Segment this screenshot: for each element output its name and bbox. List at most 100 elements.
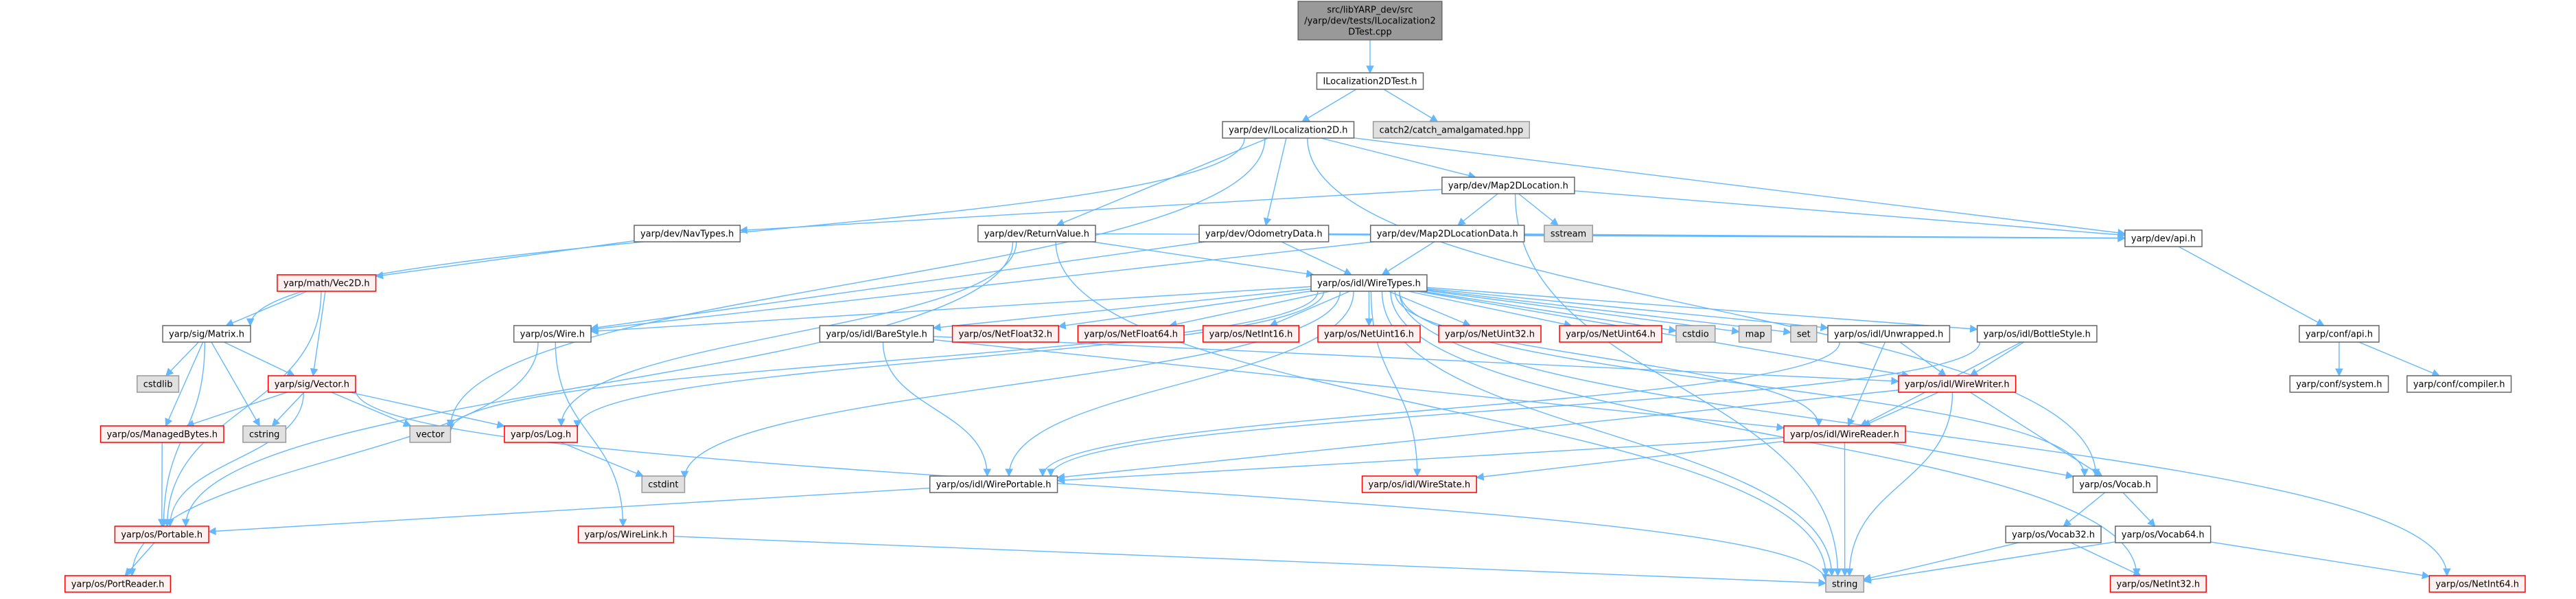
node-cstdio[interactable]: cstdio (1675, 325, 1716, 343)
node-vocab64[interactable]: yarp/os/Vocab64.h (2115, 525, 2212, 543)
node-cstdlib[interactable]: cstdlib (136, 375, 180, 393)
node-vec2d[interactable]: yarp/math/Vec2D.h (277, 274, 377, 292)
node-netint16[interactable]: yarp/os/NetInt16.h (1202, 325, 1300, 343)
node-box[interactable] (1441, 177, 1575, 194)
node-box[interactable] (577, 525, 675, 543)
node-retval[interactable]: yarp/dev/ReturnValue.h (977, 225, 1096, 242)
node-bottlestyle[interactable]: yarp/os/idl/BottleStyle.h (1976, 325, 2098, 343)
node-box[interactable] (2115, 525, 2212, 543)
node-netint32[interactable]: yarp/os/NetInt32.h (2109, 575, 2207, 593)
node-barestyle[interactable]: yarp/os/idl/BareStyle.h (819, 325, 934, 343)
node-box[interactable] (1438, 325, 1542, 343)
node-box[interactable] (1898, 375, 2017, 393)
node-vector[interactable]: vector (409, 425, 452, 443)
node-box[interactable] (1559, 325, 1662, 343)
node-confcompiler[interactable]: yarp/conf/compiler.h (2406, 375, 2512, 393)
node-box[interactable] (2428, 575, 2526, 593)
node-cstring[interactable]: cstring (242, 425, 287, 443)
node-sstream[interactable]: sstream (1544, 225, 1593, 242)
node-box[interactable] (100, 425, 224, 443)
node-confsystem[interactable]: yarp/conf/system.h (2289, 375, 2389, 393)
node-box[interactable] (2299, 325, 2380, 343)
node-box[interactable] (1316, 72, 1424, 90)
node-box[interactable] (1077, 325, 1185, 343)
node-netuint64[interactable]: yarp/os/NetUint64.h (1559, 325, 1662, 343)
node-catch2[interactable]: catch2/catch_amalgamated.hpp (1372, 121, 1531, 139)
node-wirelink[interactable]: yarp/os/WireLink.h (577, 525, 675, 543)
node-portreader[interactable]: yarp/os/PortReader.h (64, 575, 172, 593)
node-wireportable[interactable]: yarp/os/idl/WirePortable.h (929, 475, 1058, 493)
node-map[interactable]: map (1738, 325, 1772, 343)
node-box[interactable] (64, 575, 172, 593)
node-vocab32[interactable]: yarp/os/Vocab32.h (2005, 525, 2102, 543)
node-devapi[interactable]: yarp/dev/api.h (2124, 229, 2203, 247)
node-box[interactable] (409, 425, 452, 443)
node-box[interactable] (1310, 274, 1428, 292)
node-confapi[interactable]: yarp/conf/api.h (2299, 325, 2380, 343)
node-box[interactable] (1738, 325, 1772, 343)
node-box[interactable] (641, 475, 686, 493)
node-box[interactable] (634, 225, 741, 242)
node-box[interactable] (1297, 1, 1443, 41)
node-box[interactable] (1317, 325, 1421, 343)
node-iloc[interactable]: yarp/dev/ILocalization2D.h (1222, 121, 1355, 139)
node-box[interactable] (2109, 575, 2207, 593)
node-box[interactable] (1827, 325, 1951, 343)
node-wiretypes[interactable]: yarp/os/idl/WireTypes.h (1310, 274, 1428, 292)
node-netfloat64[interactable]: yarp/os/NetFloat64.h (1077, 325, 1185, 343)
node-box[interactable] (114, 525, 209, 543)
node-set[interactable]: set (1790, 325, 1818, 343)
node-netfloat32[interactable]: yarp/os/NetFloat32.h (951, 325, 1059, 343)
node-box[interactable] (1790, 325, 1818, 343)
node-unwrapped[interactable]: yarp/os/idl/Unwrapped.h (1827, 325, 1951, 343)
node-root[interactable]: src/libYARP_dev/src/yarp/dev/tests/ILoca… (1297, 1, 1443, 41)
node-box[interactable] (951, 325, 1059, 343)
node-box[interactable] (277, 274, 377, 292)
node-box[interactable] (1544, 225, 1593, 242)
node-box[interactable] (1825, 575, 1865, 593)
node-box[interactable] (929, 475, 1058, 493)
node-string[interactable]: string (1825, 575, 1865, 593)
node-wirewriter[interactable]: yarp/os/idl/WireWriter.h (1898, 375, 2017, 393)
node-box[interactable] (513, 325, 592, 343)
node-box[interactable] (819, 325, 934, 343)
node-box[interactable] (2005, 525, 2102, 543)
node-navtypes[interactable]: yarp/dev/NavTypes.h (634, 225, 741, 242)
node-wirestate[interactable]: yarp/os/idl/WireState.h (1361, 475, 1477, 493)
node-odom[interactable]: yarp/dev/OdometryData.h (1198, 225, 1330, 242)
node-sigvector[interactable]: yarp/sig/Vector.h (267, 375, 356, 393)
node-box[interactable] (1976, 325, 2098, 343)
node-box[interactable] (504, 425, 578, 443)
node-box[interactable] (242, 425, 287, 443)
node-map2dlocdata[interactable]: yarp/dev/Map2DLocationData.h (1369, 225, 1525, 242)
node-log[interactable]: yarp/os/Log.h (504, 425, 578, 443)
node-matrix[interactable]: yarp/sig/Matrix.h (162, 325, 251, 343)
node-box[interactable] (2289, 375, 2389, 393)
node-netint64[interactable]: yarp/os/NetInt64.h (2428, 575, 2526, 593)
node-box[interactable] (1361, 475, 1477, 493)
node-box[interactable] (2406, 375, 2512, 393)
node-netuint16[interactable]: yarp/os/NetUint16.h (1317, 325, 1421, 343)
node-box[interactable] (1675, 325, 1716, 343)
node-box[interactable] (977, 225, 1096, 242)
node-box[interactable] (1222, 121, 1355, 139)
node-box[interactable] (2072, 475, 2158, 493)
node-box[interactable] (1198, 225, 1330, 242)
node-box[interactable] (136, 375, 180, 393)
node-box[interactable] (1783, 425, 1906, 443)
node-test_h[interactable]: ILocalization2DTest.h (1316, 72, 1424, 90)
node-box[interactable] (162, 325, 251, 343)
node-box[interactable] (1372, 121, 1531, 139)
node-netuint32[interactable]: yarp/os/NetUint32.h (1438, 325, 1542, 343)
node-map2dloc[interactable]: yarp/dev/Map2DLocation.h (1441, 177, 1575, 194)
node-box[interactable] (1202, 325, 1300, 343)
node-box[interactable] (267, 375, 356, 393)
node-cstdint[interactable]: cstdint (641, 475, 686, 493)
node-managedbytes[interactable]: yarp/os/ManagedBytes.h (100, 425, 224, 443)
node-box[interactable] (1369, 225, 1525, 242)
node-box[interactable] (2124, 229, 2203, 247)
node-wire[interactable]: yarp/os/Wire.h (513, 325, 592, 343)
node-vocab[interactable]: yarp/os/Vocab.h (2072, 475, 2158, 493)
node-wirereader[interactable]: yarp/os/idl/WireReader.h (1783, 425, 1906, 443)
node-portable[interactable]: yarp/os/Portable.h (114, 525, 209, 543)
